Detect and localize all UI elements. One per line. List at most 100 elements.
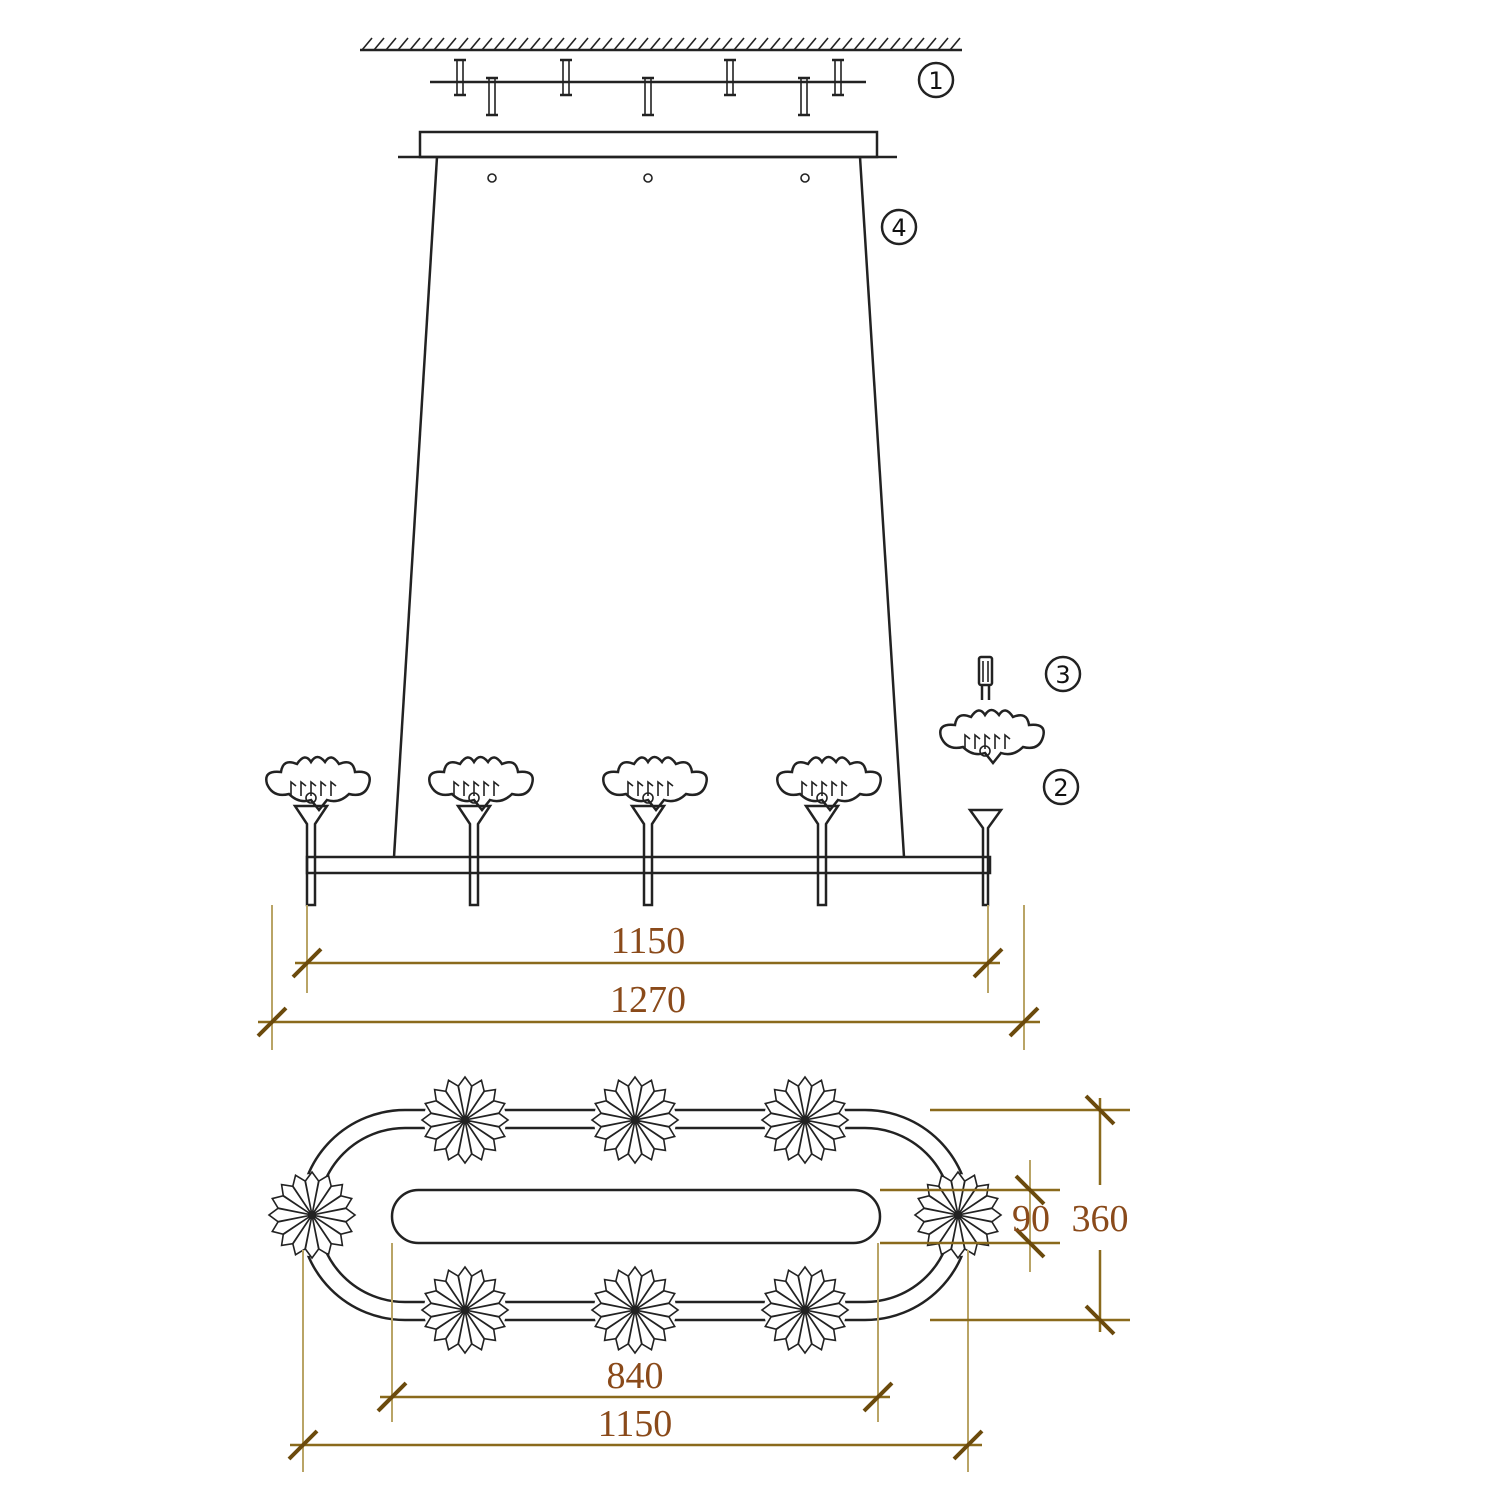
- side-lamp: [602, 755, 708, 907]
- crystal-shade: [428, 755, 534, 813]
- callout-3: 3: [1044, 655, 1082, 693]
- ceiling-hatch: [649, 37, 661, 51]
- ceiling-hatch: [817, 37, 829, 51]
- side-lamp: [265, 755, 371, 907]
- crystal-shade: [602, 755, 708, 813]
- ceiling-hatch: [793, 37, 805, 51]
- crystal-shade: [776, 755, 882, 813]
- ceiling-hatch: [853, 37, 865, 51]
- screw: [486, 76, 498, 117]
- ceiling-hatch: [493, 37, 505, 51]
- ceiling-hatch: [361, 37, 373, 51]
- svg-text:1150: 1150: [598, 1403, 673, 1445]
- top-view-lamps: [267, 1075, 1003, 1355]
- ceiling-hatch: [757, 37, 769, 51]
- ceiling-hatch: [481, 37, 493, 51]
- side-lamp: [776, 755, 882, 907]
- svg-text:1: 1: [928, 67, 943, 95]
- ceiling-hatch: [445, 37, 457, 51]
- ceiling-hatch: [601, 37, 613, 51]
- crystal-rosette: [913, 1170, 1003, 1260]
- ceiling-hatch: [637, 37, 649, 51]
- crystal-rosette: [590, 1265, 680, 1355]
- ceiling-hatch: [673, 37, 685, 51]
- dimension-840-top: 840: [376, 1243, 894, 1422]
- svg-text:3: 3: [1055, 661, 1070, 689]
- ceiling-hatch: [421, 37, 433, 51]
- ceiling-hatch: [469, 37, 481, 51]
- dimension-1150-top: 1150: [287, 1250, 984, 1472]
- ceiling-hatch: [613, 37, 625, 51]
- ceiling-hatch: [553, 37, 565, 51]
- dimension-90-top: 90: [880, 1160, 1060, 1272]
- svg-text:840: 840: [607, 1355, 664, 1397]
- light-bar: [305, 855, 992, 875]
- svg-text:90: 90: [1012, 1198, 1050, 1240]
- crystal-shade: [939, 708, 1045, 766]
- svg-text:2: 2: [1053, 774, 1068, 802]
- mounting-bracket: [430, 58, 866, 117]
- crystal-rosette: [760, 1075, 850, 1165]
- ceiling-hatch: [697, 37, 709, 51]
- ceiling-hatch: [949, 37, 961, 51]
- svg-text:1270: 1270: [610, 979, 686, 1021]
- ceiling-hatch: [373, 37, 385, 51]
- ceiling-hatch: [385, 37, 397, 51]
- ceiling-hatch: [733, 37, 745, 51]
- side-lamp: [428, 755, 534, 907]
- spare-crystal-shade: [939, 708, 1045, 766]
- crystal-rosette: [590, 1075, 680, 1165]
- svg-text:360: 360: [1072, 1198, 1129, 1240]
- screw: [798, 76, 810, 117]
- ceiling-hatch: [529, 37, 541, 51]
- ceiling-hatch: [913, 37, 925, 51]
- ceiling-hatch: [505, 37, 517, 51]
- dimension-1270-side: 1270: [256, 905, 1040, 1050]
- screw: [642, 76, 654, 117]
- ceiling-hatch: [457, 37, 469, 51]
- ceiling-hatch: [589, 37, 601, 51]
- ceiling-hatch: [841, 37, 853, 51]
- callout-2: 2: [1042, 768, 1080, 806]
- ceiling-hatch: [709, 37, 721, 51]
- ceiling-hatch: [565, 37, 577, 51]
- ceiling-hatch: [889, 37, 901, 51]
- callout-1: 1: [917, 61, 955, 99]
- side-lamps: [265, 755, 882, 907]
- ceiling-hatch: [865, 37, 877, 51]
- ceiling-hatch: [901, 37, 913, 51]
- dimension-360-top: 360: [930, 1094, 1130, 1336]
- ceiling-hatch: [937, 37, 949, 51]
- ceiling-hatch: [781, 37, 793, 51]
- ceiling: [360, 37, 962, 52]
- ceiling-hatch: [721, 37, 733, 51]
- ceiling-hatch: [877, 37, 889, 51]
- bulb-part: [977, 655, 994, 700]
- ceiling-hatch: [577, 37, 589, 51]
- ceiling-hatch: [661, 37, 673, 51]
- screw: [832, 58, 844, 97]
- callout-4: 4: [880, 208, 918, 246]
- screw: [724, 58, 736, 97]
- ceiling-hatch: [805, 37, 817, 51]
- ceiling-hatch: [541, 37, 553, 51]
- ceiling-hatch: [397, 37, 409, 51]
- ceiling-hatch: [625, 37, 637, 51]
- screw: [454, 58, 466, 97]
- crystal-rosette: [420, 1075, 510, 1165]
- ceiling-hatch: [517, 37, 529, 51]
- ceiling-hatch: [745, 37, 757, 51]
- ceiling-hatch: [433, 37, 445, 51]
- suspension-wires: [392, 156, 906, 858]
- crystal-rosette: [267, 1170, 357, 1260]
- crystal-rosette: [420, 1265, 510, 1355]
- dimension-1150-side: 1150: [291, 905, 1004, 993]
- svg-text:4: 4: [891, 214, 906, 242]
- ceiling-hatch: [925, 37, 937, 51]
- ceiling-hatch: [685, 37, 697, 51]
- svg-text:1150: 1150: [611, 920, 686, 962]
- ceiling-hatch: [769, 37, 781, 51]
- ceiling-hatch: [409, 37, 421, 51]
